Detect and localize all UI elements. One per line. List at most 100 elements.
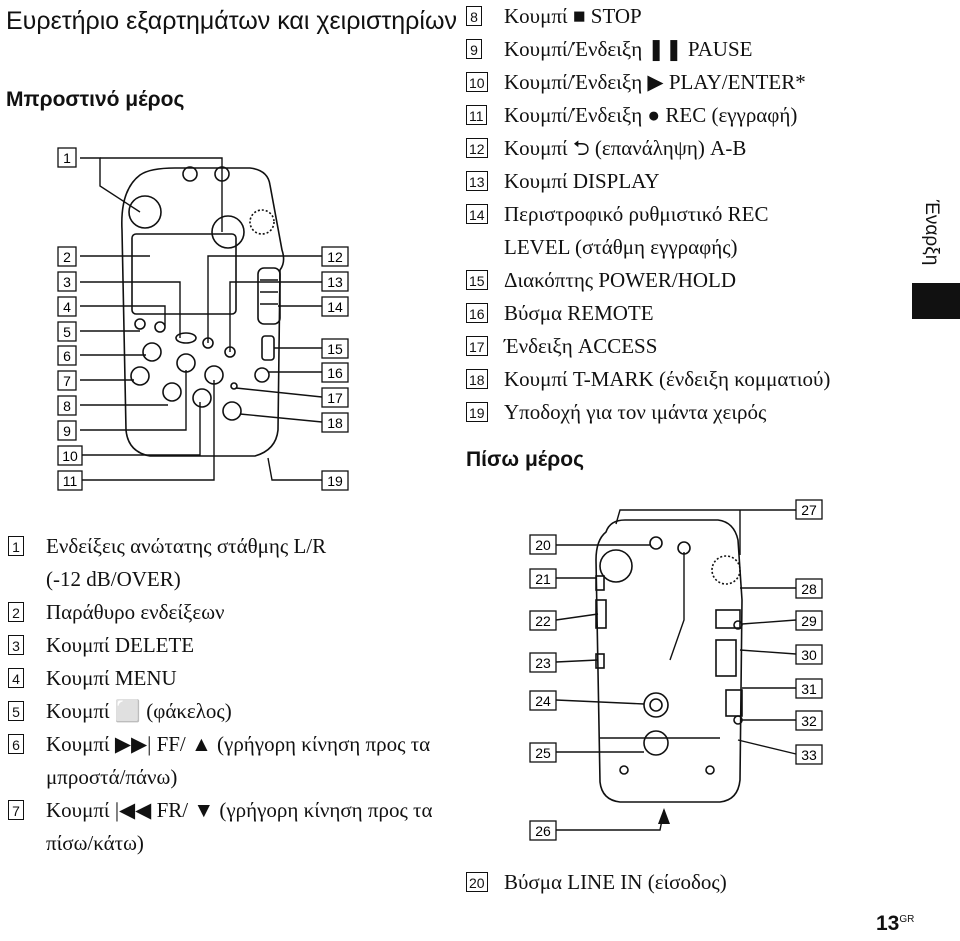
callout-box: [57, 147, 77, 168]
callout-box: [57, 271, 77, 292]
callout-number: 20: [535, 537, 551, 553]
callout-number: 21: [535, 571, 551, 587]
callout-box: [321, 362, 349, 383]
callout-box: [321, 338, 349, 359]
front-device-illustration: [121, 166, 285, 457]
callout-number: 18: [327, 415, 343, 431]
callout-number: 29: [801, 613, 817, 629]
callout-number: 15: [327, 341, 343, 357]
callout-number: 30: [801, 647, 817, 663]
callout-box: [529, 534, 557, 555]
back-heading: Πίσω μέρος: [466, 448, 585, 471]
callout-number: 25: [535, 745, 551, 761]
callout-box: [321, 412, 349, 433]
callout-number: 16: [327, 365, 343, 381]
callout-number: 23: [535, 655, 551, 671]
callout-number: 33: [801, 747, 817, 763]
callout-number: 10: [62, 448, 78, 464]
callout-box: [57, 395, 77, 416]
callout-box: [529, 652, 557, 673]
callout-box: [57, 345, 77, 366]
callout-box: [321, 387, 349, 408]
callout-box: [321, 296, 349, 317]
section-tab-marker: [912, 283, 960, 319]
callout-box: [795, 678, 823, 699]
callout-box: [795, 499, 823, 520]
page-number: 13GR: [876, 912, 915, 935]
callout-number: 24: [535, 693, 551, 709]
callout-number: 6: [63, 348, 71, 364]
callout-number: 3: [63, 274, 71, 290]
callout-number: 1: [63, 150, 71, 166]
callout-number: 4: [63, 299, 71, 315]
callout-box: [57, 296, 77, 317]
callout-number: 13: [327, 274, 343, 290]
callout-number: 2: [63, 249, 71, 265]
callout-number: 17: [327, 390, 343, 406]
callout-box: [321, 246, 349, 267]
front-callout-lines: [80, 157, 323, 481]
callout-box: [57, 321, 77, 342]
callout-number: 26: [535, 823, 551, 839]
section-tab-label: Έναρξη: [921, 200, 942, 266]
callout-number: 31: [801, 681, 817, 697]
callout-number: 32: [801, 713, 817, 729]
callout-box: [795, 610, 823, 631]
front-heading: Μπροστινό μέρος: [6, 88, 185, 111]
callout-box: [795, 710, 823, 731]
callout-number: 27: [801, 502, 817, 518]
page-title: Ευρετήριο εξαρτημάτων και χειριστηρίων: [6, 7, 457, 35]
callout-box: [529, 742, 557, 763]
back-callout-lines: [555, 509, 818, 831]
back-device-illustration: [595, 519, 743, 803]
callout-box: [529, 568, 557, 589]
callout-number: 19: [327, 473, 343, 489]
callout-number: 12: [327, 249, 343, 265]
callout-box: [529, 690, 557, 711]
callout-box: [321, 271, 349, 292]
callout-number: 22: [535, 613, 551, 629]
callout-number: 14: [327, 299, 343, 315]
callout-box: [795, 578, 823, 599]
callout-box: [529, 820, 557, 841]
callout-number: 8: [63, 398, 71, 414]
callout-boxes: 1234567891011121314151617181920212223242…: [57, 147, 823, 841]
callout-box: [795, 644, 823, 665]
callout-box: [795, 744, 823, 765]
callout-number: 9: [63, 423, 71, 439]
callout-box: [57, 445, 83, 466]
callout-box: [57, 246, 77, 267]
callout-box: [57, 420, 77, 441]
callout-number: 28: [801, 581, 817, 597]
callout-box: [529, 610, 557, 631]
callout-box: [321, 470, 349, 491]
callout-number: 11: [63, 473, 78, 489]
callout-box: [57, 370, 77, 391]
arrow-up-icon: [658, 808, 670, 824]
callout-box: [57, 470, 83, 491]
